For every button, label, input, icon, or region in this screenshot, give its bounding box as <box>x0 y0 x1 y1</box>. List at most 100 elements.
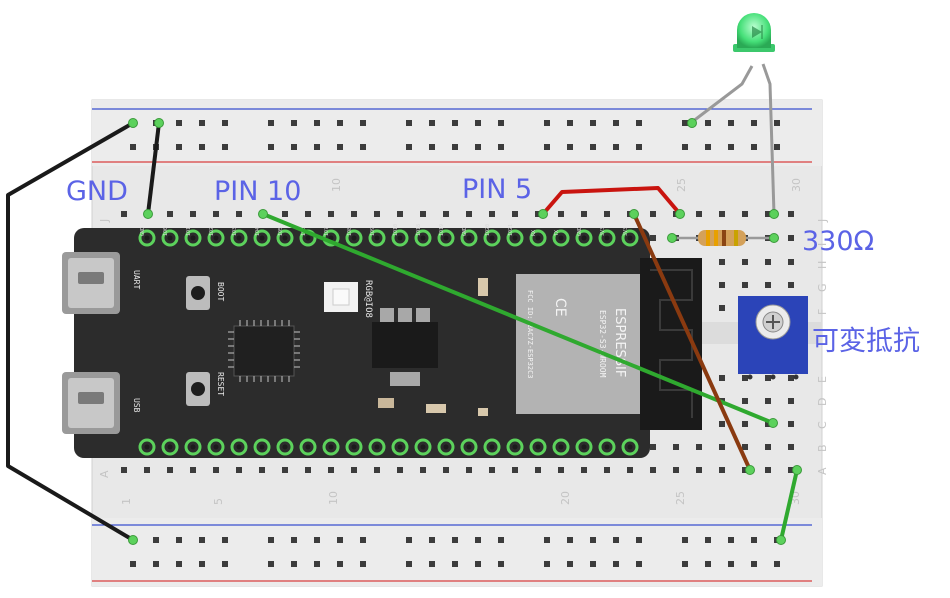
rail-hole <box>544 144 550 150</box>
rail-hole <box>222 537 228 543</box>
row-letter-i: I <box>816 243 829 246</box>
column-number-bottom-10: 10 <box>327 491 340 505</box>
rail-hole <box>751 144 757 150</box>
module-ce-mark: CE <box>552 298 568 317</box>
breadboard-hole <box>719 421 725 427</box>
header-pin-label: IO5 <box>278 227 284 236</box>
breadboard-hole <box>558 211 564 217</box>
breadboard-hole <box>765 398 771 404</box>
breadboard-hole <box>719 467 725 473</box>
header-pin-label: IO10 <box>393 224 399 236</box>
rail-hole <box>567 144 573 150</box>
breadboard-hole <box>167 211 173 217</box>
rail-hole <box>682 120 688 126</box>
rail-hole <box>452 144 458 150</box>
row-letter-g: G <box>816 283 829 292</box>
rail-hole <box>613 537 619 543</box>
breadboard-hole <box>650 467 656 473</box>
header-pin <box>345 438 363 456</box>
row-letter-d: D <box>816 398 829 406</box>
endpoint <box>792 465 802 475</box>
header-pin <box>322 438 340 456</box>
header-pin-hole <box>236 235 242 241</box>
breadboard-hole <box>765 211 771 217</box>
header-pin <box>368 229 386 247</box>
rail-hole <box>751 120 757 126</box>
rail-hole <box>406 120 412 126</box>
breadboard-hole <box>190 467 196 473</box>
rail-hole <box>268 537 274 543</box>
rail-hole <box>705 537 711 543</box>
resistor-smd <box>426 404 446 413</box>
usb-label: USB <box>132 398 141 413</box>
header-pin-hole <box>466 235 472 241</box>
breadboard-hole <box>765 259 771 265</box>
header-pin-hole <box>167 235 173 241</box>
header-pin <box>414 229 432 247</box>
bottom-power-rail <box>92 518 822 586</box>
pin10-wire <box>262 212 774 425</box>
breadboard-hole <box>167 467 173 473</box>
rail-hole <box>291 537 297 543</box>
breadboard-hole <box>512 467 518 473</box>
rail-hole <box>705 561 711 567</box>
rail-hole <box>452 537 458 543</box>
reset-label: RESET <box>216 372 225 396</box>
rail-hole <box>636 537 642 543</box>
reset-button <box>186 372 210 406</box>
breadboard-hole <box>788 421 794 427</box>
row-letter-a-left: A <box>98 470 111 478</box>
column-number-top-10: 10 <box>330 178 343 192</box>
breadboard-hole <box>351 467 357 473</box>
rail-hole <box>567 561 573 567</box>
row-letter-j: J <box>816 219 829 223</box>
endpoint <box>769 233 779 243</box>
annotation-resistor: 330Ω <box>802 226 875 257</box>
wroom-module <box>516 258 702 430</box>
breadboard-hole <box>650 235 656 241</box>
header-pin-hole <box>305 235 311 241</box>
rgb-led <box>324 282 358 312</box>
rail-hole <box>774 561 780 567</box>
column-number-bottom-25: 25 <box>674 491 687 505</box>
rail-hole <box>406 144 412 150</box>
header-pin <box>391 229 409 247</box>
breadboard-hole <box>742 398 748 404</box>
breadboard-hole <box>719 375 725 381</box>
row-letter-f: F <box>816 309 829 315</box>
header-pin <box>230 229 248 247</box>
rail-hole <box>199 537 205 543</box>
header-pin-hole <box>489 444 495 450</box>
rail-hole <box>590 144 596 150</box>
header-pin-hole <box>558 235 564 241</box>
header-pin <box>575 438 593 456</box>
header-pin-label: RX <box>531 230 537 236</box>
breadboard-hole <box>742 259 748 265</box>
breadboard-hole <box>742 444 748 450</box>
header-pin-hole <box>581 444 587 450</box>
header-pin-label: IO19 <box>439 224 445 236</box>
header-pin <box>552 438 570 456</box>
endpoint <box>776 535 786 545</box>
header-pin-label: IO4 <box>255 227 261 236</box>
rail-hole <box>176 537 182 543</box>
rail-hole <box>337 537 343 543</box>
breadboard-hole <box>236 467 242 473</box>
header-pin-hole <box>259 235 265 241</box>
header-pin-hole <box>167 444 173 450</box>
breadboard-hole <box>765 421 771 427</box>
header-pin-hole <box>374 444 380 450</box>
header-pin <box>161 438 179 456</box>
breadboard-hole <box>788 259 794 265</box>
header-pin-hole <box>581 235 587 241</box>
endpoint <box>769 209 779 219</box>
rail-hole <box>590 561 596 567</box>
rail-hole <box>475 561 481 567</box>
row-letter-c: C <box>816 421 829 429</box>
header-pin-label: IO7 <box>324 227 330 236</box>
rail-hole <box>130 144 136 150</box>
esp32-dev-board: UART USB BOOT RESET RGB@ <box>62 224 702 458</box>
usb-port-uart <box>62 252 120 314</box>
rail-hole <box>429 144 435 150</box>
